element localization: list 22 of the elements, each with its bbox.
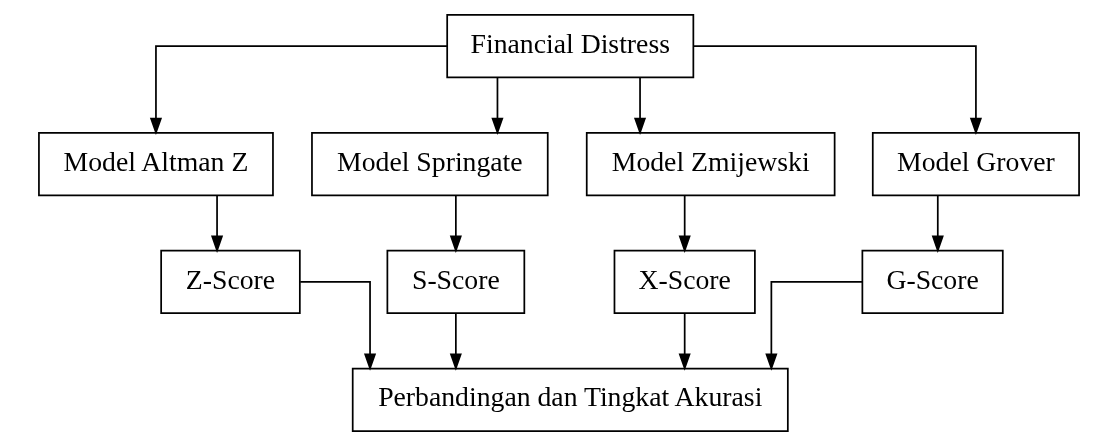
arrow <box>678 194 691 253</box>
node-box: Model Grover <box>871 132 1080 197</box>
node-box: Financial Distress <box>446 14 695 79</box>
arrow <box>678 312 691 371</box>
node-box: Perbandingan dan Tingkat Akurasi <box>351 367 789 432</box>
arrow <box>211 194 224 253</box>
arrow <box>692 45 982 136</box>
arrow <box>299 281 377 371</box>
node-box: S-Score <box>386 249 526 314</box>
arrow <box>449 312 462 371</box>
arrow <box>633 76 647 135</box>
node-box: Z-Score <box>160 249 301 314</box>
arrow <box>449 194 462 253</box>
arrow <box>491 76 504 135</box>
arrow <box>765 281 864 371</box>
node-box: Model Zmijewski <box>585 132 836 197</box>
node-box: X-Score <box>613 249 756 314</box>
node-box: Model Springate <box>311 132 549 197</box>
arrow <box>931 194 944 253</box>
node-box: G-Score <box>861 249 1004 314</box>
arrow <box>149 45 448 136</box>
node-box: Model Altman Z <box>38 132 274 197</box>
